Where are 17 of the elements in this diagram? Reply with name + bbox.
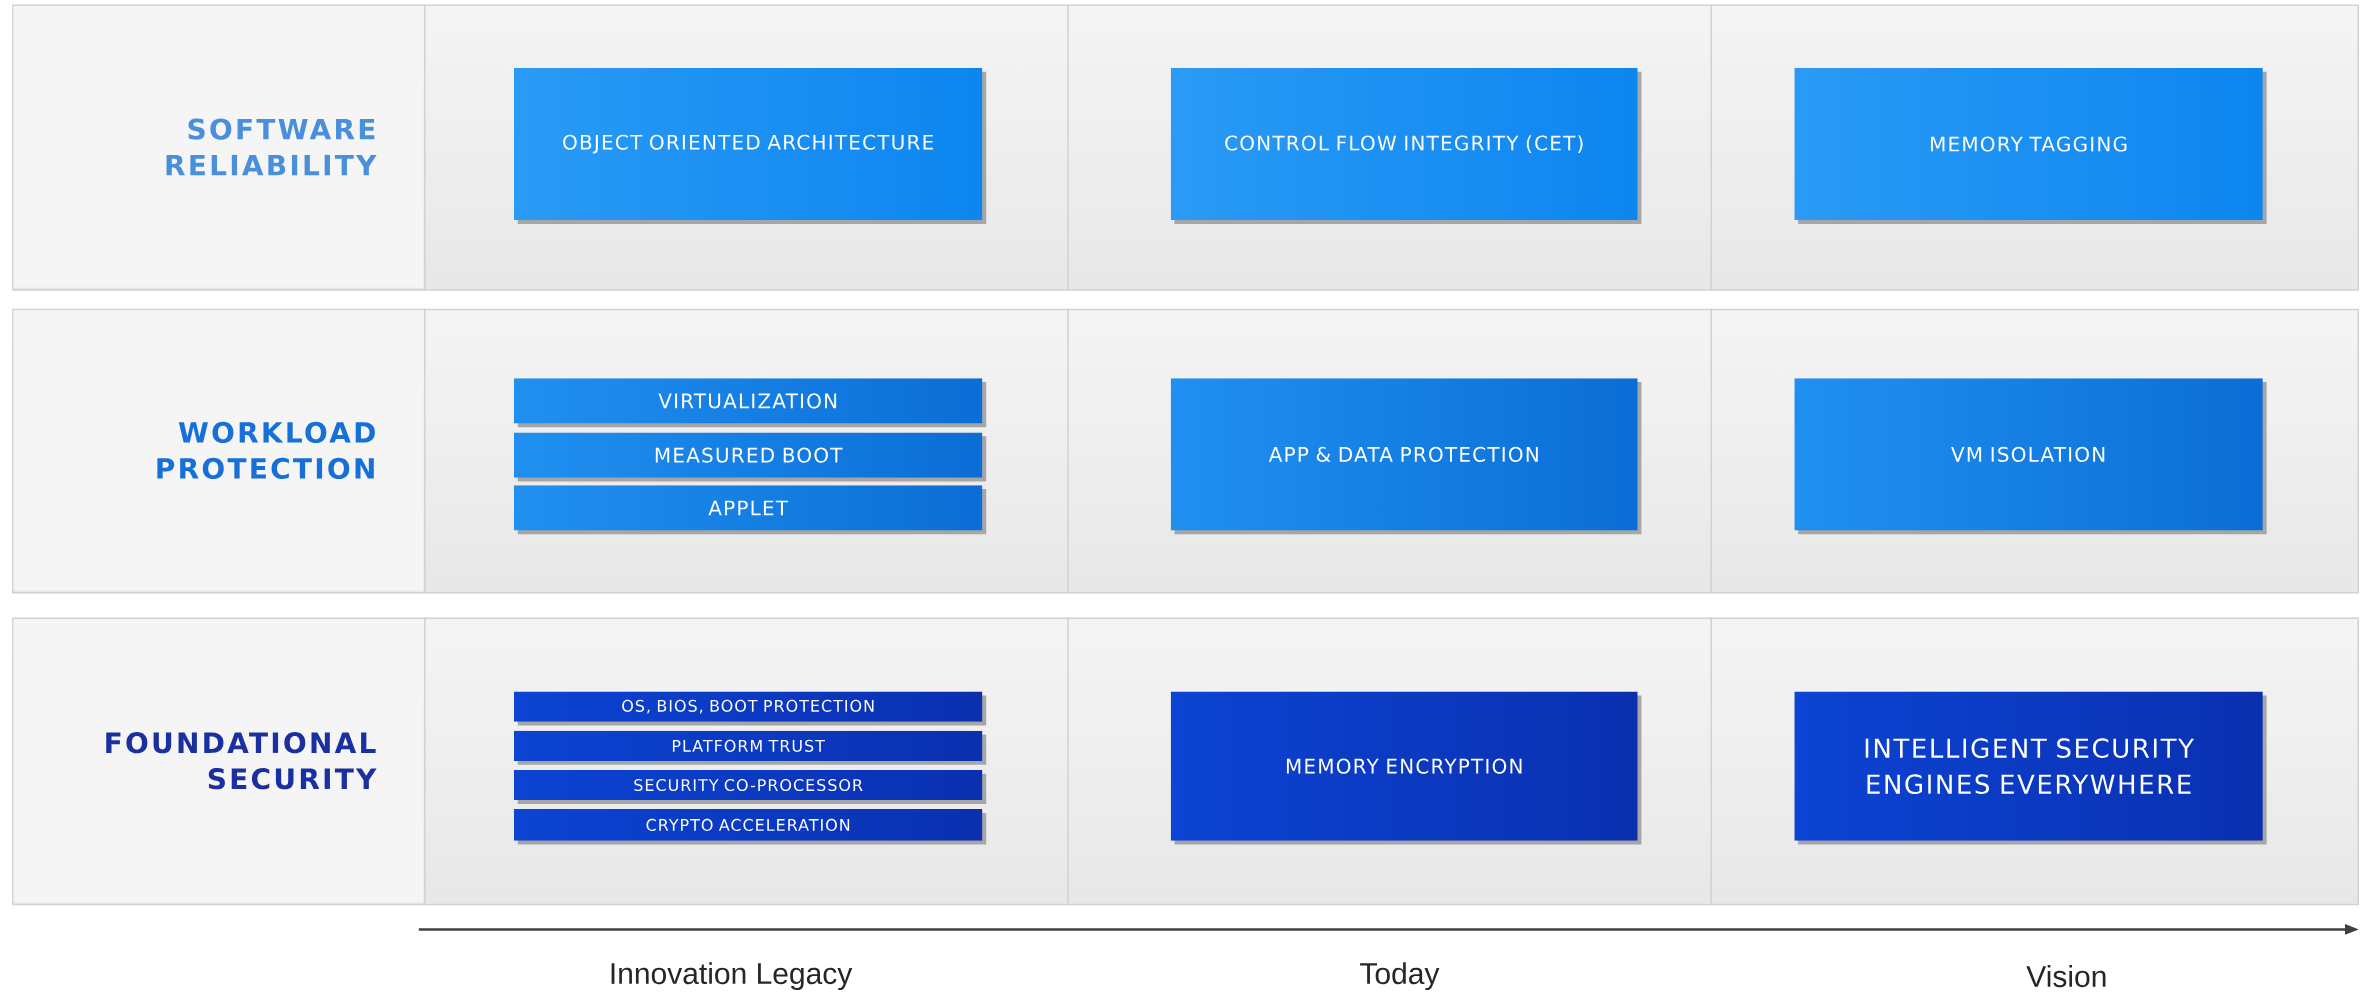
- feature-box: CRYPTO ACCELERATION: [513, 809, 987, 845]
- feature-box: CONTROL FLOW INTEGRITY (CET): [1170, 68, 1642, 224]
- feature-box: MEMORY ENCRYPTION: [1170, 691, 1642, 845]
- feature-box: APP & DATA PROTECTION: [1170, 378, 1642, 535]
- feature-box: MEASURED BOOT: [513, 432, 987, 482]
- feature-box: OBJECT ORIENTED ARCHITECTURE: [513, 68, 987, 224]
- feature-box: VIRTUALIZATION: [513, 378, 987, 428]
- feature-box: MEMORY TAGGING: [1794, 68, 2267, 224]
- timeline-label: Vision: [2026, 965, 2106, 988]
- timeline-label: Innovation Legacy: [611, 962, 853, 991]
- feature-box: SECURITY CO-PROCESSOR: [513, 770, 987, 804]
- feature-box: INTELLIGENT SECURITY ENGINES EVERYWHERE: [1794, 691, 2267, 845]
- feature-box: PLATFORM TRUST: [513, 730, 987, 765]
- feature-box: OS, BIOS, BOOT PROTECTION: [513, 691, 987, 726]
- feature-box: APPLET: [513, 485, 987, 535]
- timeline-label: Today: [1360, 962, 1440, 991]
- feature-box: VM ISOLATION: [1794, 378, 2267, 535]
